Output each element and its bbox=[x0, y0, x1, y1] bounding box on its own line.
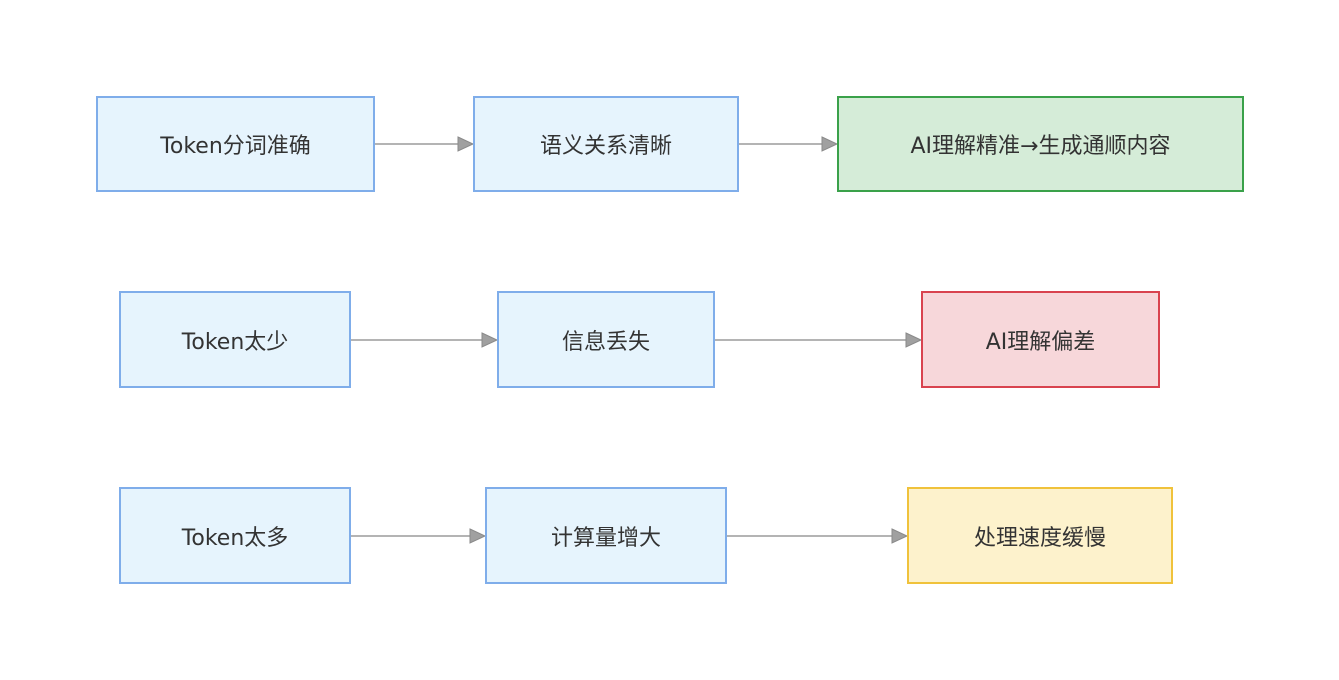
node-token-too-many: Token太多 bbox=[119, 487, 351, 584]
node-ai-precise: AI理解精准→生成通顺内容 bbox=[837, 96, 1244, 192]
edge-r2-1-to-r2-2 bbox=[351, 332, 499, 348]
node-label: AI理解精准→生成通顺内容 bbox=[910, 134, 1171, 159]
edge-r1-1-to-r1-2 bbox=[375, 136, 475, 152]
node-compute-increase: 计算量增大 bbox=[485, 487, 727, 584]
node-token-too-few: Token太少 bbox=[119, 291, 351, 388]
node-label: 信息丢失 bbox=[561, 329, 650, 355]
node-label: 处理速度缓慢 bbox=[973, 525, 1106, 551]
node-label: AI理解偏差 bbox=[985, 329, 1096, 355]
node-label: Token太少 bbox=[181, 329, 289, 355]
edge-r2-2-to-r2-3 bbox=[715, 332, 923, 348]
node-token-accurate: Token分词准确 bbox=[96, 96, 375, 192]
node-ai-bias: AI理解偏差 bbox=[921, 291, 1160, 388]
node-label: Token太多 bbox=[181, 525, 289, 551]
edge-r1-2-to-r1-3 bbox=[739, 136, 839, 152]
node-label: Token分词准确 bbox=[160, 134, 311, 159]
node-semantic-clear: 语义关系清晰 bbox=[473, 96, 739, 192]
node-info-loss: 信息丢失 bbox=[497, 291, 715, 388]
edge-r3-1-to-r3-2 bbox=[351, 528, 487, 544]
node-slow-processing: 处理速度缓慢 bbox=[907, 487, 1173, 584]
node-label: 语义关系清晰 bbox=[539, 134, 672, 159]
edge-r3-2-to-r3-3 bbox=[727, 528, 909, 544]
node-label: 计算量增大 bbox=[550, 525, 661, 551]
